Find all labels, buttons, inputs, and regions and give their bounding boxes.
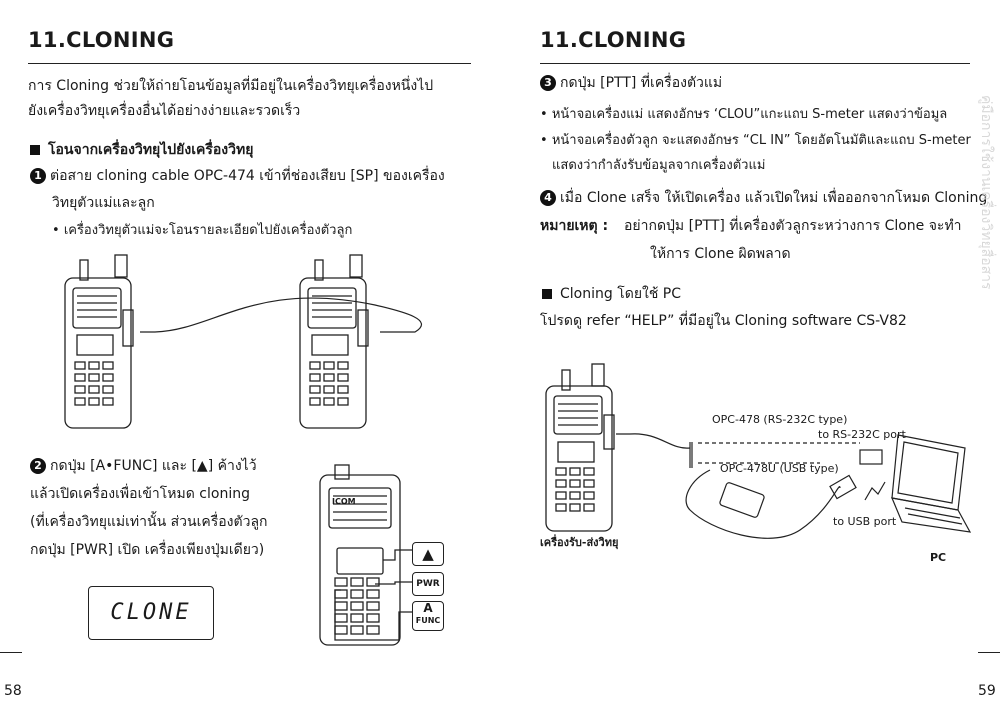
side-watermark: คู่มือการใช้งานเครื่องวิทยุสื่อสาร	[978, 95, 994, 290]
step-number-icon: 1	[30, 168, 46, 184]
step3-text: กดปุ่ม [PTT] ที่เครื่องตัวแม่	[560, 75, 723, 91]
step2-line-4: กดปุ่ม [PWR] เปิด เครื่องเพียงปุ่มเดียว)	[30, 542, 265, 558]
step-number-icon: 2	[30, 458, 46, 474]
step3-bullet-2-cont: แสดงว่ากำลังรับข้อมูลจากเครื่องตัวแม่	[552, 158, 766, 173]
radio-label: เครื่องรับ-ส่งวิทยุ	[540, 536, 619, 549]
step3-bullet-2: • หน้าจอเครื่องตัวลูก จะแสดงอักษร “CL IN…	[540, 130, 971, 152]
step-number-icon: 3	[540, 75, 556, 91]
step3-bullet-1: • หน้าจอเครื่องแม่ แสดงอักษร ‘CLOU”แกะแถ…	[540, 104, 947, 126]
handheld-radio-illustration	[545, 363, 615, 532]
func-key-a: A	[423, 601, 433, 615]
pwr-key: PWR	[412, 572, 444, 596]
right-section-heading: Cloning โดยใช้ PC	[542, 282, 681, 306]
note-label: หมายเหตุ :	[540, 218, 609, 234]
left-page-title: 11.CLONING	[28, 28, 175, 52]
bullet-icon: •	[540, 133, 552, 148]
left-intro-line-1: การ Cloning ช่วยให้ถ่ายโอนข้อมูลที่มีอยู…	[28, 78, 434, 94]
up-key-icon: ▲	[412, 542, 444, 566]
lcd-display: CLONE	[88, 586, 214, 640]
step1-text-1: ต่อสาย cloning cable OPC-474 เข้าที่ช่อง…	[50, 168, 445, 184]
laptop-illustration	[891, 434, 972, 533]
radio-to-pc-diagram	[545, 363, 972, 539]
opc478-label: OPC-478 (RS-232C type)	[712, 413, 848, 426]
left-title-rule	[28, 63, 471, 64]
step1-line-2: วิทยุตัวแม่และลูก	[52, 195, 155, 211]
step1-bullet: • เครื่องวิทยุตัวแม่จะโอนรายละเอียดไปยัง…	[52, 220, 352, 242]
opc478u-label: OPC-478U (USB type)	[720, 462, 839, 475]
left-heading-text: โอนจากเครื่องวิทยุไปยังเครื่องวิทยุ	[48, 142, 254, 158]
usb-adapter	[719, 482, 765, 518]
step4-text: เมื่อ Clone เสร็จ ให้เปิดเครื่อง แล้วเปิ…	[560, 190, 988, 206]
pc-instruction: โปรดดู refer “HELP” ที่มีอยู่ใน Cloning …	[540, 313, 907, 329]
bullet-icon: •	[540, 107, 552, 122]
right-heading-text: Cloning โดยใช้ PC	[560, 286, 682, 302]
step2-text-1: กดปุ่ม [A•FUNC] และ [▲] ค้างไว้	[50, 458, 257, 474]
rs232-connector	[859, 449, 883, 465]
step1-bullet-text: เครื่องวิทยุตัวแม่จะโอนรายละเอียดไปยังเค…	[63, 223, 353, 238]
radio-to-radio-diagram	[64, 254, 423, 429]
radio-cable	[616, 433, 691, 449]
func-key: A FUNC	[412, 601, 444, 631]
usb-connector	[829, 474, 857, 500]
left-section-heading: โอนจากเครื่องวิทยุไปยังเครื่องวิทยุ	[30, 139, 253, 161]
right-page-title: 11.CLONING	[540, 28, 687, 52]
cloning-cable	[140, 297, 423, 333]
left-footer-rule	[0, 652, 22, 653]
right-title-rule	[540, 63, 970, 64]
keypad-diagram	[319, 464, 412, 646]
right-footer-rule	[978, 652, 1000, 653]
usb-cable	[685, 469, 841, 539]
step3-bullet-2-text: หน้าจอเครื่องตัวลูก จะแสดงอักษร “CL IN” …	[551, 133, 971, 148]
left-intro-line-2: ยังเครื่องวิทยุเครื่องอื่นได้อย่างง่ายแล…	[28, 103, 301, 119]
step2-line-2: แล้วเปิดเครื่องเพื่อเข้าโหมด cloning	[30, 486, 250, 502]
bullet-icon: •	[52, 223, 64, 238]
right-page-number: 59	[978, 683, 996, 699]
left-page-number: 58	[4, 683, 22, 699]
slave-radio-illustration	[299, 254, 369, 429]
note-line-2: ให้การ Clone ผิดพลาด	[650, 246, 791, 262]
step-number-icon: 4	[540, 190, 556, 206]
square-bullet-icon	[542, 289, 552, 299]
rs232-port-label: to RS-232C port	[818, 428, 906, 441]
square-bullet-icon	[30, 145, 40, 155]
step3-bullet-1-text: หน้าจอเครื่องแม่ แสดงอักษร ‘CLOU”แกะแถบ …	[551, 107, 948, 122]
master-radio-illustration	[64, 254, 134, 429]
step2-line-3: (ที่เครื่องวิทยุแม่เท่านั้น ส่วนเครื่องต…	[30, 514, 268, 530]
usb-port-label: to USB port	[833, 515, 897, 528]
pc-label: PC	[930, 551, 947, 564]
func-key-label: FUNC	[415, 616, 441, 625]
note-line-1: อย่ากดปุ่ม [PTT] ที่เครื่องตัวลูกระหว่าง…	[624, 218, 962, 234]
brand-logo: ICOM	[332, 497, 356, 506]
